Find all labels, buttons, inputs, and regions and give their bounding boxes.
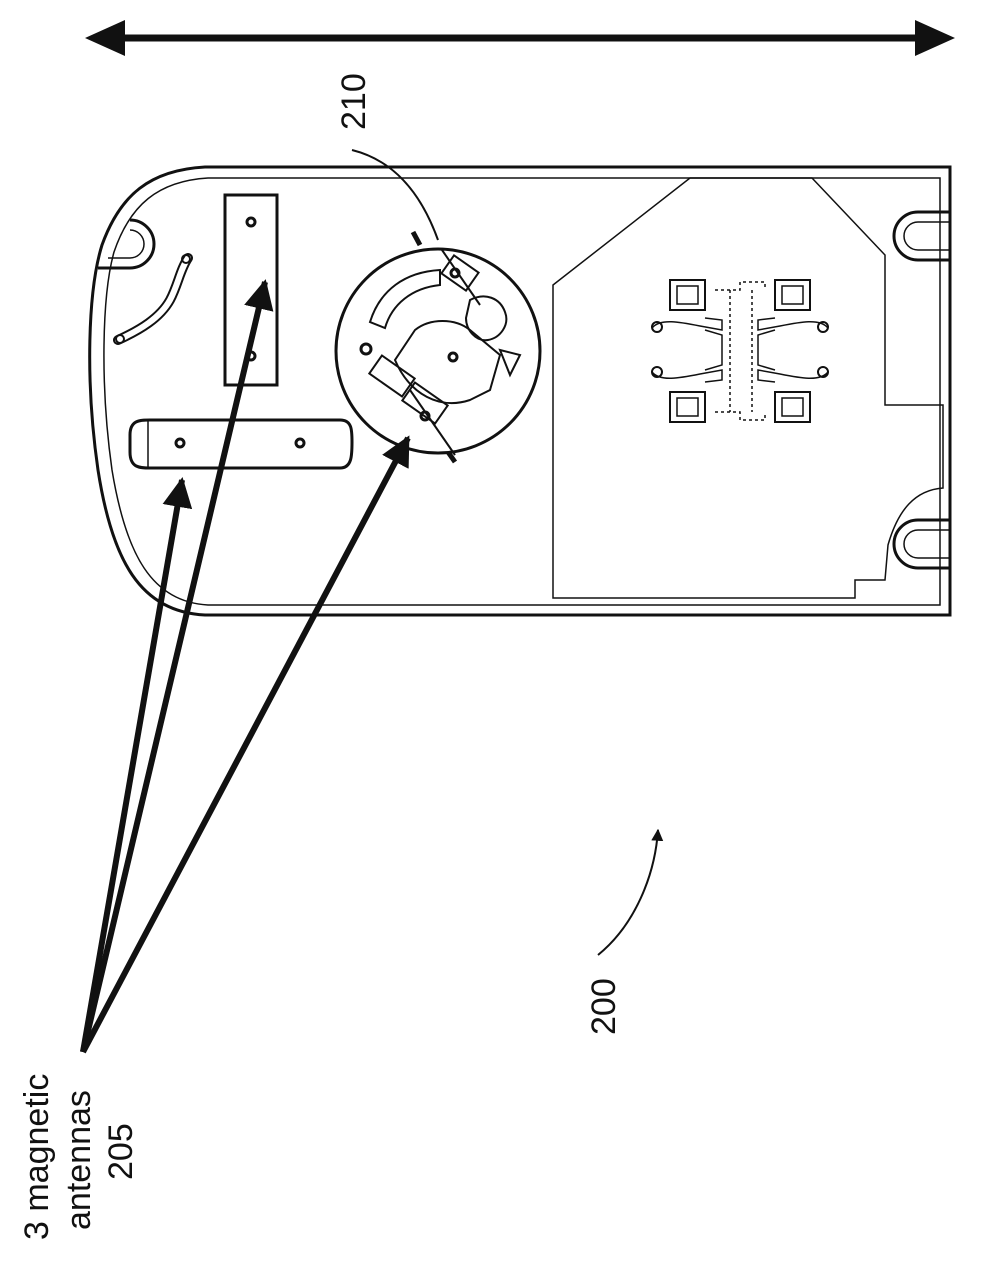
leader-arrow-disc-3 bbox=[80, 435, 411, 1054]
antenna-bar-1 bbox=[223, 193, 279, 387]
mounting-slots bbox=[98, 210, 950, 570]
leader-arrow-bar-1 bbox=[80, 279, 274, 1053]
leader-arrow-bar-2 bbox=[80, 477, 193, 1053]
ref-label-200: 200 bbox=[585, 978, 623, 1035]
antenna-bar-2 bbox=[128, 418, 354, 470]
leader-line-210 bbox=[351, 149, 439, 241]
leader-arrow-200 bbox=[597, 828, 664, 956]
antennas-label-line2: antennas bbox=[60, 1090, 98, 1230]
antenna-leader-arrows bbox=[80, 279, 411, 1054]
antennas-label-ref: 205 bbox=[102, 1123, 140, 1180]
double-arrow bbox=[85, 20, 955, 56]
antennas-label-line1: 3 magnetic bbox=[18, 1074, 56, 1240]
trace-loop bbox=[113, 253, 193, 345]
connector-footprint bbox=[651, 279, 829, 423]
antenna-disc-3 bbox=[334, 230, 542, 464]
device-board bbox=[88, 165, 952, 617]
ref-label-210: 210 bbox=[335, 73, 373, 130]
pcb-outline bbox=[552, 177, 944, 599]
